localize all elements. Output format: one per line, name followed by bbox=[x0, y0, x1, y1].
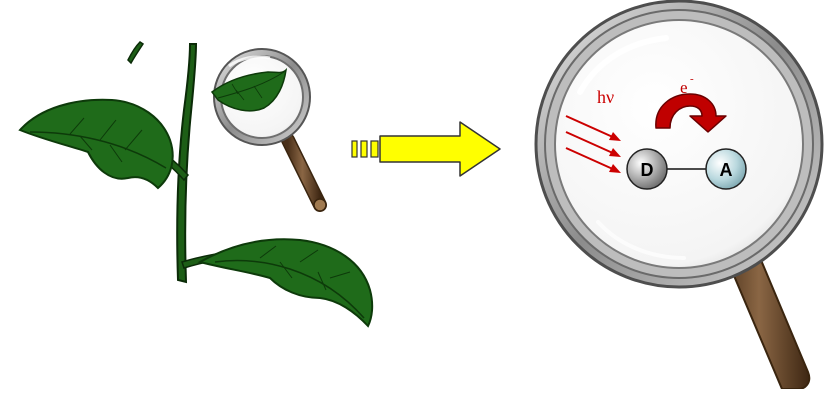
plant-leaf-left bbox=[20, 100, 173, 188]
plant-stem bbox=[177, 44, 196, 282]
photon-label: hν bbox=[597, 87, 614, 107]
electron-charge: - bbox=[690, 73, 694, 85]
acceptor-label: A bbox=[720, 160, 733, 180]
plant-leaf-lower bbox=[200, 239, 372, 326]
plant bbox=[20, 42, 372, 326]
left-magnifying-glass-icon bbox=[212, 49, 326, 211]
donor-label: D bbox=[641, 160, 654, 180]
right-magnifying-glass-icon bbox=[536, 1, 822, 389]
plant-twig-tip bbox=[128, 42, 143, 63]
transition-right-arrow-icon bbox=[352, 122, 500, 176]
